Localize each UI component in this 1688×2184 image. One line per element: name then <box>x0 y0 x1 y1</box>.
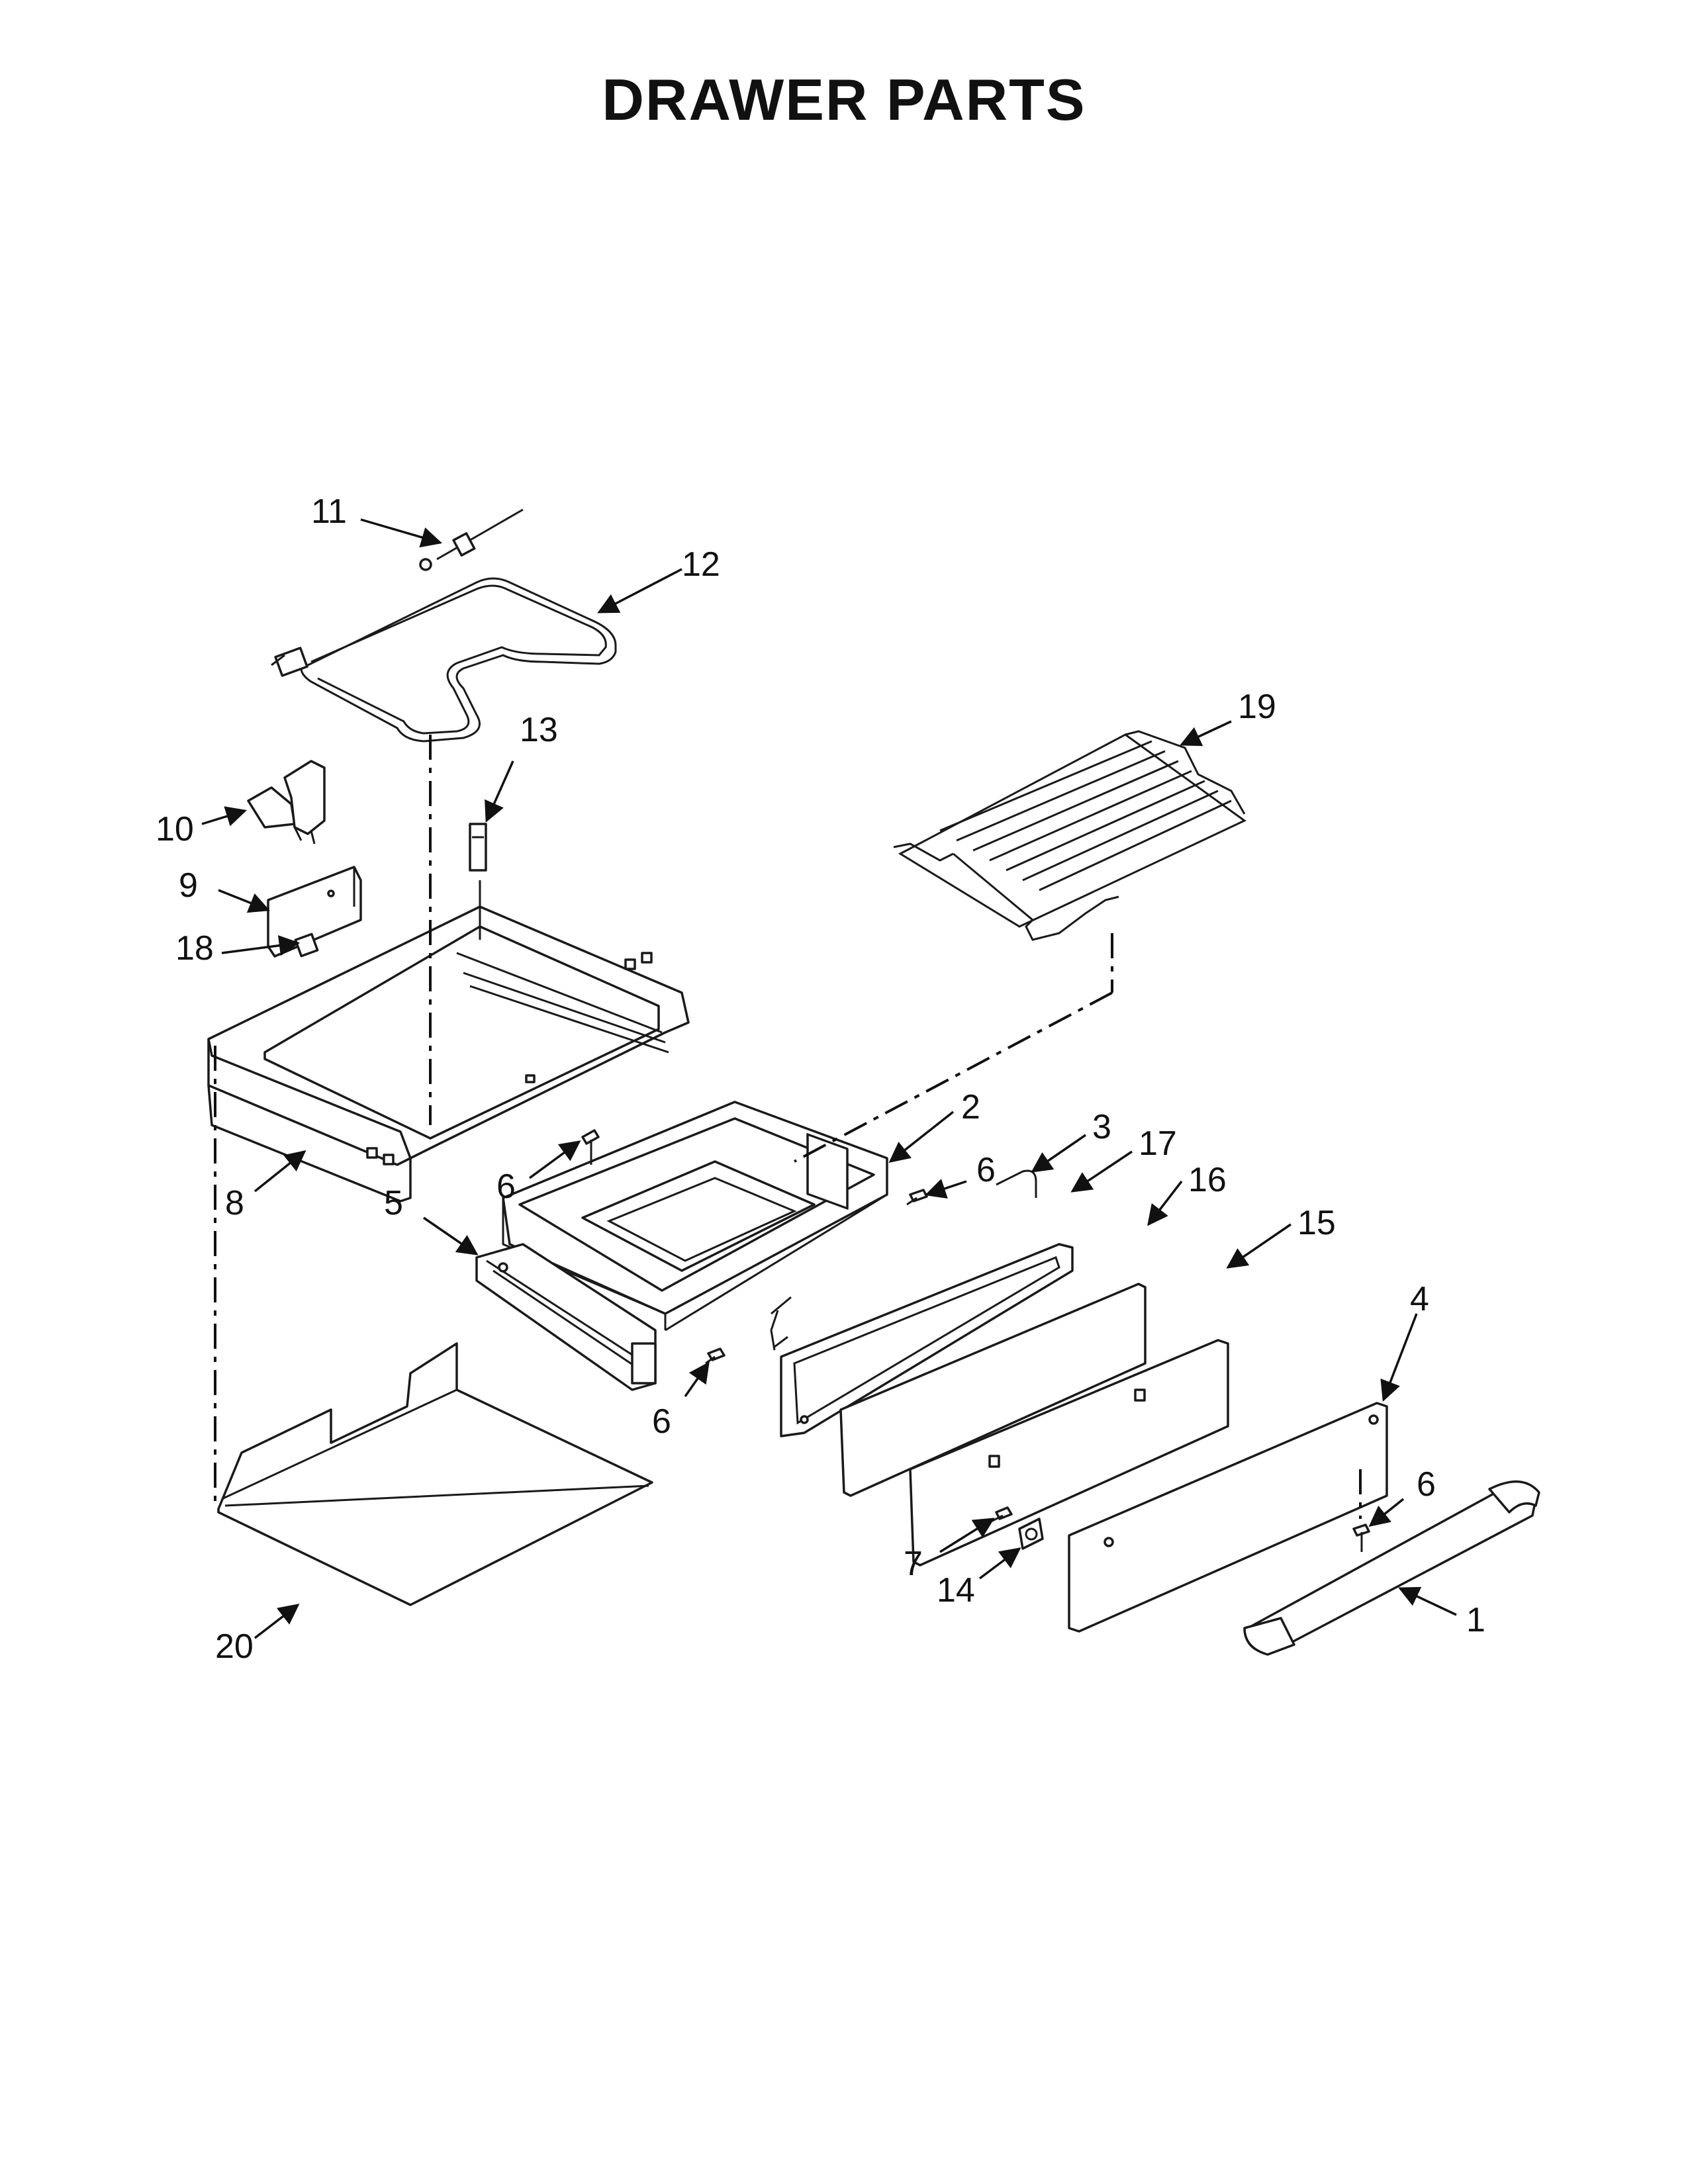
part-13-clip <box>469 823 487 872</box>
callout-14: 14 <box>937 1571 975 1610</box>
part-12-bake-element <box>271 577 617 743</box>
callout-18: 18 <box>175 929 214 968</box>
callout-6a: 6 <box>976 1151 996 1189</box>
leader-arrows <box>201 518 1457 1639</box>
callout-5: 5 <box>384 1184 403 1222</box>
callout-12: 12 <box>682 545 720 584</box>
part-17-inner-panel <box>780 1243 1074 1437</box>
callout-6b: 6 <box>496 1167 516 1206</box>
part-1-handle <box>1243 1480 1540 1656</box>
part-10-bracket <box>247 760 326 844</box>
callout-1: 1 <box>1466 1601 1485 1639</box>
callout-6c: 6 <box>652 1402 671 1441</box>
part-14-grommet <box>1018 1518 1044 1550</box>
part-8-drawer-housing <box>207 880 690 1203</box>
callout-labels: 11 12 13 10 9 18 19 2 3 6 17 16 15 4 6 8… <box>156 492 1485 1666</box>
callout-20: 20 <box>215 1627 254 1666</box>
part-2-drawer-pan <box>502 1101 888 1332</box>
fastener-screws <box>581 1129 1370 1552</box>
callout-10: 10 <box>156 810 194 848</box>
callout-7: 7 <box>904 1545 923 1583</box>
alignment-lines <box>214 735 1362 1519</box>
part-15-panel <box>909 1339 1229 1567</box>
callout-3: 3 <box>1092 1108 1111 1146</box>
callout-9: 9 <box>179 866 198 905</box>
part-11-temperature-sensor <box>419 508 524 571</box>
page-title: DRAWER PARTS <box>602 67 1086 132</box>
part-5-drawer-slide <box>475 1243 657 1391</box>
part-16-insulation <box>839 1283 1147 1497</box>
callout-19: 19 <box>1238 688 1276 726</box>
callout-2: 2 <box>961 1088 980 1126</box>
callout-8: 8 <box>225 1184 244 1222</box>
callout-11: 11 <box>311 492 347 531</box>
callout-16: 16 <box>1188 1161 1227 1199</box>
callout-4: 4 <box>1410 1280 1429 1318</box>
callout-17: 17 <box>1139 1124 1177 1163</box>
callout-13: 13 <box>520 711 558 749</box>
part-20-bottom-panel <box>217 1342 653 1606</box>
callout-15: 15 <box>1297 1204 1336 1242</box>
part-19-oven-rack <box>893 730 1246 941</box>
part-4-drawer-front <box>1068 1402 1388 1633</box>
callout-6d: 6 <box>1417 1465 1436 1504</box>
